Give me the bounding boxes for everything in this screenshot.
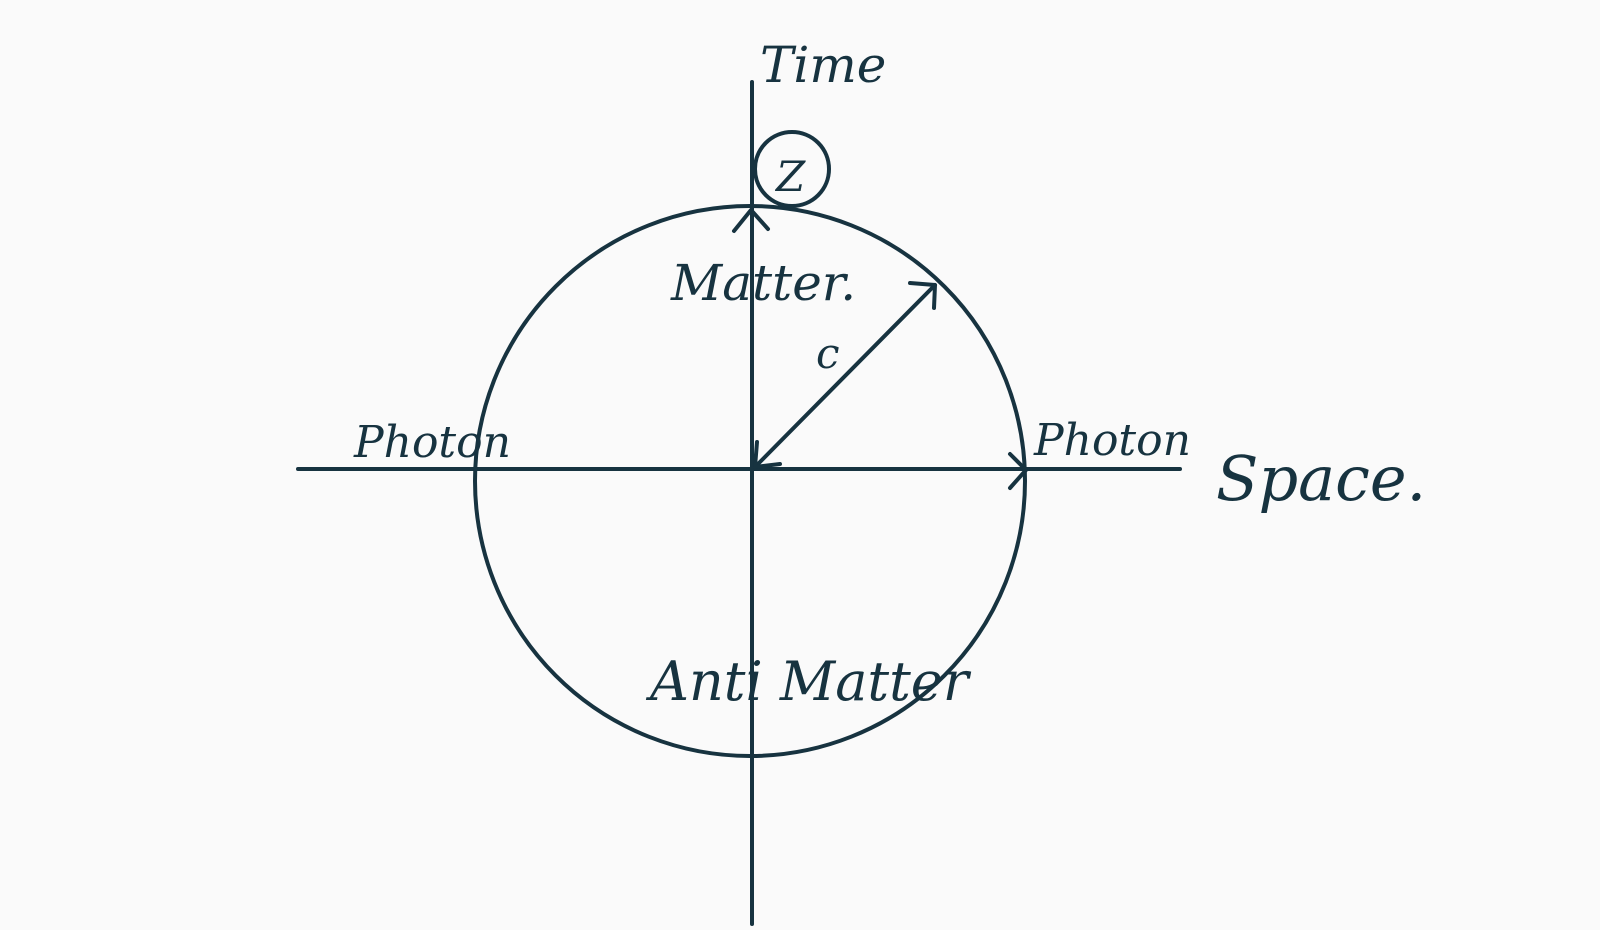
space-axis-label: Space. xyxy=(1216,442,1426,515)
photon-left-label: Photon xyxy=(353,417,511,468)
antimatter-label: Anti Matter xyxy=(645,650,972,713)
circled-z-ring xyxy=(753,130,831,208)
radius-arrowhead-inner xyxy=(753,440,782,469)
photon-right-label: Photon xyxy=(1033,415,1191,466)
circled-z-label: Z xyxy=(774,152,806,201)
space-arrowhead xyxy=(1008,452,1028,490)
time-arrowhead xyxy=(732,208,770,233)
light-circle xyxy=(473,204,1027,758)
radius-c-line xyxy=(753,283,937,469)
time-axis-label: Time xyxy=(760,36,886,94)
radius-arrowhead-outer xyxy=(908,281,937,310)
matter-label: Matter. xyxy=(670,254,856,312)
radius-c-label: c xyxy=(816,329,840,378)
